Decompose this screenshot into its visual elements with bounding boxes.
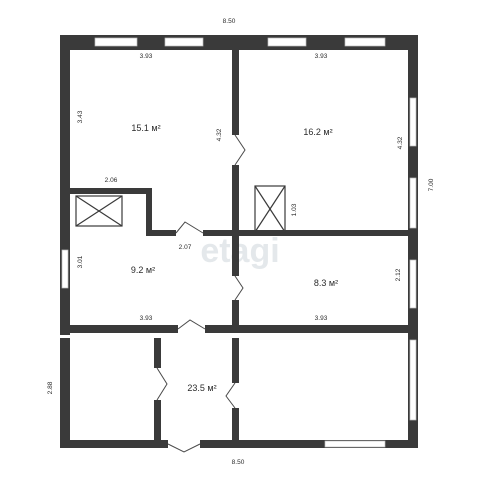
watermark: etagi xyxy=(200,232,279,270)
windows xyxy=(61,37,417,448)
vent-box-left xyxy=(75,195,123,227)
window-right-4 xyxy=(409,339,417,421)
wall-right xyxy=(408,35,418,448)
dim-bottom-total: 8.50 xyxy=(232,459,245,466)
window-top-3 xyxy=(267,37,307,47)
vent-box-right xyxy=(254,185,286,233)
wall-left-lower xyxy=(60,338,70,448)
wall-mid-right xyxy=(205,325,408,333)
wall-room3-room4 xyxy=(232,236,239,276)
dim-room4-bottom: 3.93 xyxy=(315,315,328,322)
window-right-3 xyxy=(409,259,417,309)
dim-room1-left: 3.43 xyxy=(77,110,84,123)
door-closet xyxy=(156,367,168,401)
wall-niche-vert xyxy=(146,188,152,236)
window-top-4 xyxy=(344,37,386,47)
dim-room1-right: 4.32 xyxy=(216,128,223,141)
dim-left-lower: 2.88 xyxy=(47,381,54,394)
dim-room2-right: 4.32 xyxy=(397,136,404,149)
wall-top xyxy=(60,35,418,50)
wall-room1-bottom xyxy=(70,188,150,194)
window-top-1 xyxy=(94,37,138,47)
window-top-2 xyxy=(164,37,204,47)
dim-right-total: 7.00 xyxy=(428,178,435,191)
door-room1 xyxy=(234,134,246,166)
dim-room3-left: 3.01 xyxy=(77,255,84,268)
dim-room1-bottom: 2.06 xyxy=(105,177,118,184)
vent-box-left-diag2 xyxy=(75,195,123,227)
door-room4 xyxy=(234,275,244,301)
dim-room1-top: 3.93 xyxy=(140,53,153,60)
dim-vent-box: 1.03 xyxy=(291,203,298,216)
door-corridor-top xyxy=(177,319,206,330)
interior-walls xyxy=(70,50,408,440)
window-bottom xyxy=(324,440,386,448)
wall-room1-room2 xyxy=(232,50,239,135)
dim-room2-top: 3.93 xyxy=(315,53,328,60)
room3-area: 9.2 м² xyxy=(131,265,155,275)
door-entrance xyxy=(167,443,201,453)
dim-room3-bottom: 3.93 xyxy=(140,315,153,322)
doors xyxy=(156,134,246,453)
outer-walls xyxy=(60,35,418,448)
corridor-area: 23.5 м² xyxy=(187,383,216,393)
wall-lower-right xyxy=(232,338,239,383)
vent-boxes xyxy=(75,185,286,233)
wall-lower-left-2 xyxy=(154,400,161,440)
room1-area: 15.1 м² xyxy=(131,123,160,133)
door-room5 xyxy=(225,382,236,409)
wall-hall-right xyxy=(203,230,408,236)
wall-niche-bottom xyxy=(146,230,176,236)
wall-left-upper xyxy=(60,35,70,335)
dim-top-total: 8.50 xyxy=(223,18,236,25)
wall-lower-right-2 xyxy=(232,408,239,440)
window-right-1 xyxy=(409,97,417,147)
vent-box-right-diag2 xyxy=(254,185,286,233)
window-left xyxy=(61,249,69,289)
wall-room1-room2-low xyxy=(232,165,239,235)
wall-bottom-right xyxy=(200,440,418,448)
dim-hall-gap: 2.07 xyxy=(179,244,192,251)
door-hall-top xyxy=(175,221,204,234)
wall-bottom-left xyxy=(60,440,168,448)
room4-area: 8.3 м² xyxy=(314,278,338,288)
room2-area: 16.2 м² xyxy=(303,127,332,137)
wall-mid-left xyxy=(70,325,178,333)
window-right-2 xyxy=(409,177,417,229)
dim-room4-right: 2.12 xyxy=(395,268,402,281)
wall-lower-left xyxy=(154,338,161,368)
wall-room3-room4-low xyxy=(232,300,239,330)
